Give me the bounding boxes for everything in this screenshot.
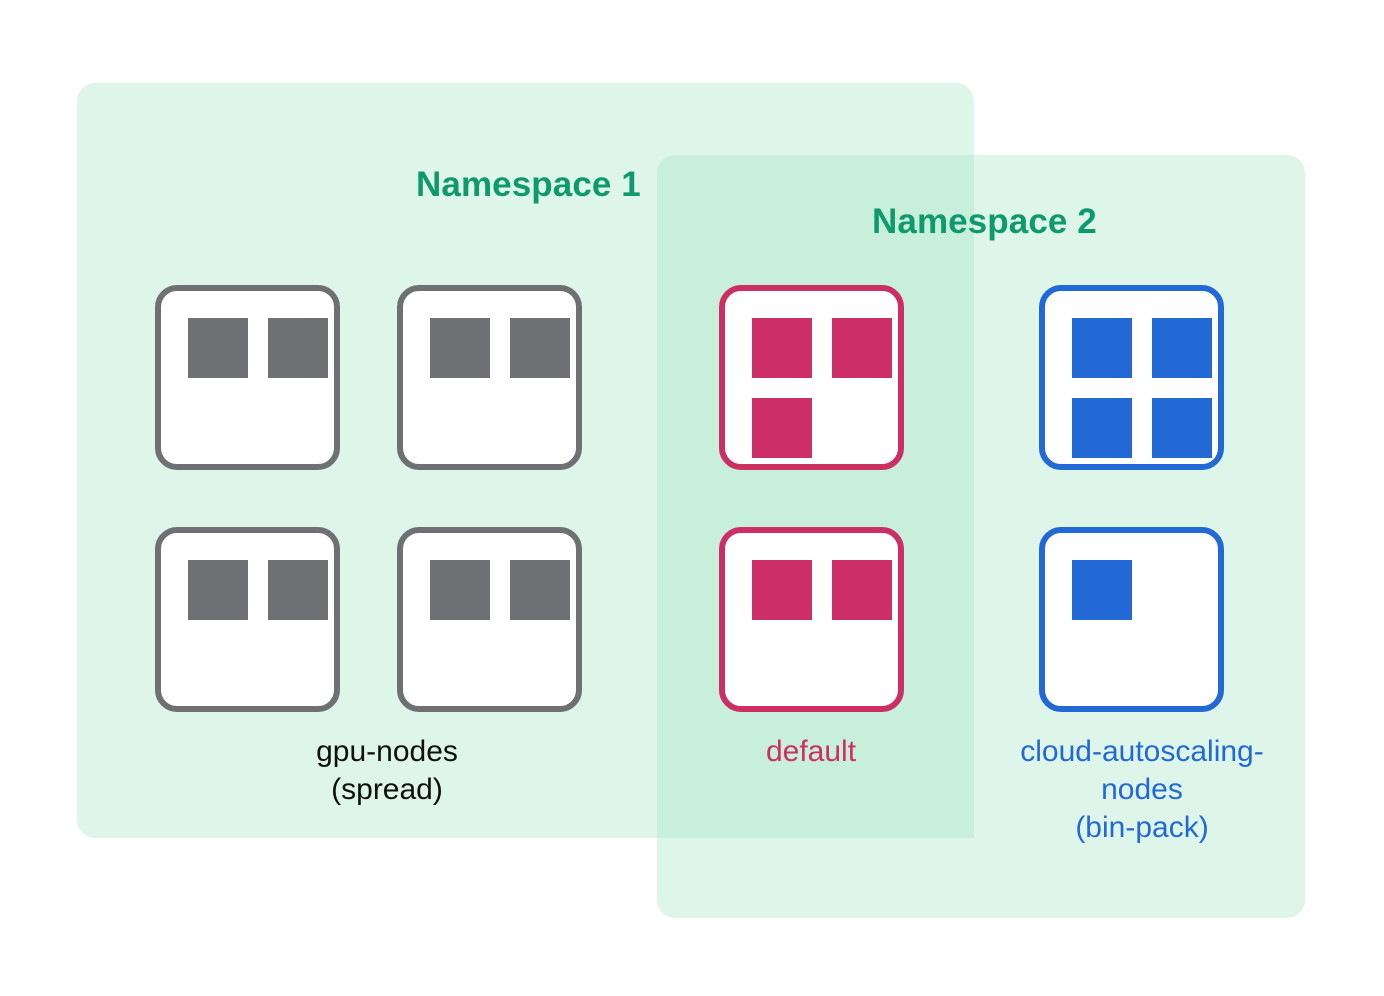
pod <box>1152 318 1212 378</box>
node-default-node-2[interactable] <box>719 527 904 712</box>
pod <box>832 560 892 620</box>
namespace-1-title: Namespace 1 <box>416 165 641 204</box>
pod <box>752 398 812 458</box>
pod <box>1072 318 1132 378</box>
pod <box>188 318 248 378</box>
node-default-node-1[interactable] <box>719 285 904 470</box>
pod <box>188 560 248 620</box>
pod <box>1152 398 1212 458</box>
pod <box>752 318 812 378</box>
caption-cloud-autoscaling-nodes: cloud-autoscaling- nodes (bin-pack) <box>1020 735 1264 844</box>
pod <box>510 560 570 620</box>
pod <box>832 318 892 378</box>
namespace-2-title: Namespace 2 <box>872 202 1097 241</box>
pod <box>752 560 812 620</box>
node-gpu-node-4[interactable] <box>397 527 582 712</box>
node-cas-node-1[interactable] <box>1039 285 1224 470</box>
pod <box>430 318 490 378</box>
node-gpu-node-3[interactable] <box>155 527 340 712</box>
pod <box>510 318 570 378</box>
pod <box>1072 560 1132 620</box>
caption-gpu-nodes: gpu-nodes (spread) <box>316 735 458 806</box>
pod <box>430 560 490 620</box>
node-cas-node-2[interactable] <box>1039 527 1224 712</box>
pod <box>268 318 328 378</box>
node-gpu-node-2[interactable] <box>397 285 582 470</box>
pod <box>1072 398 1132 458</box>
caption-default: default <box>765 735 857 768</box>
pod <box>268 560 328 620</box>
node-gpu-node-1[interactable] <box>155 285 340 470</box>
namespace-overlap-region <box>657 155 974 838</box>
